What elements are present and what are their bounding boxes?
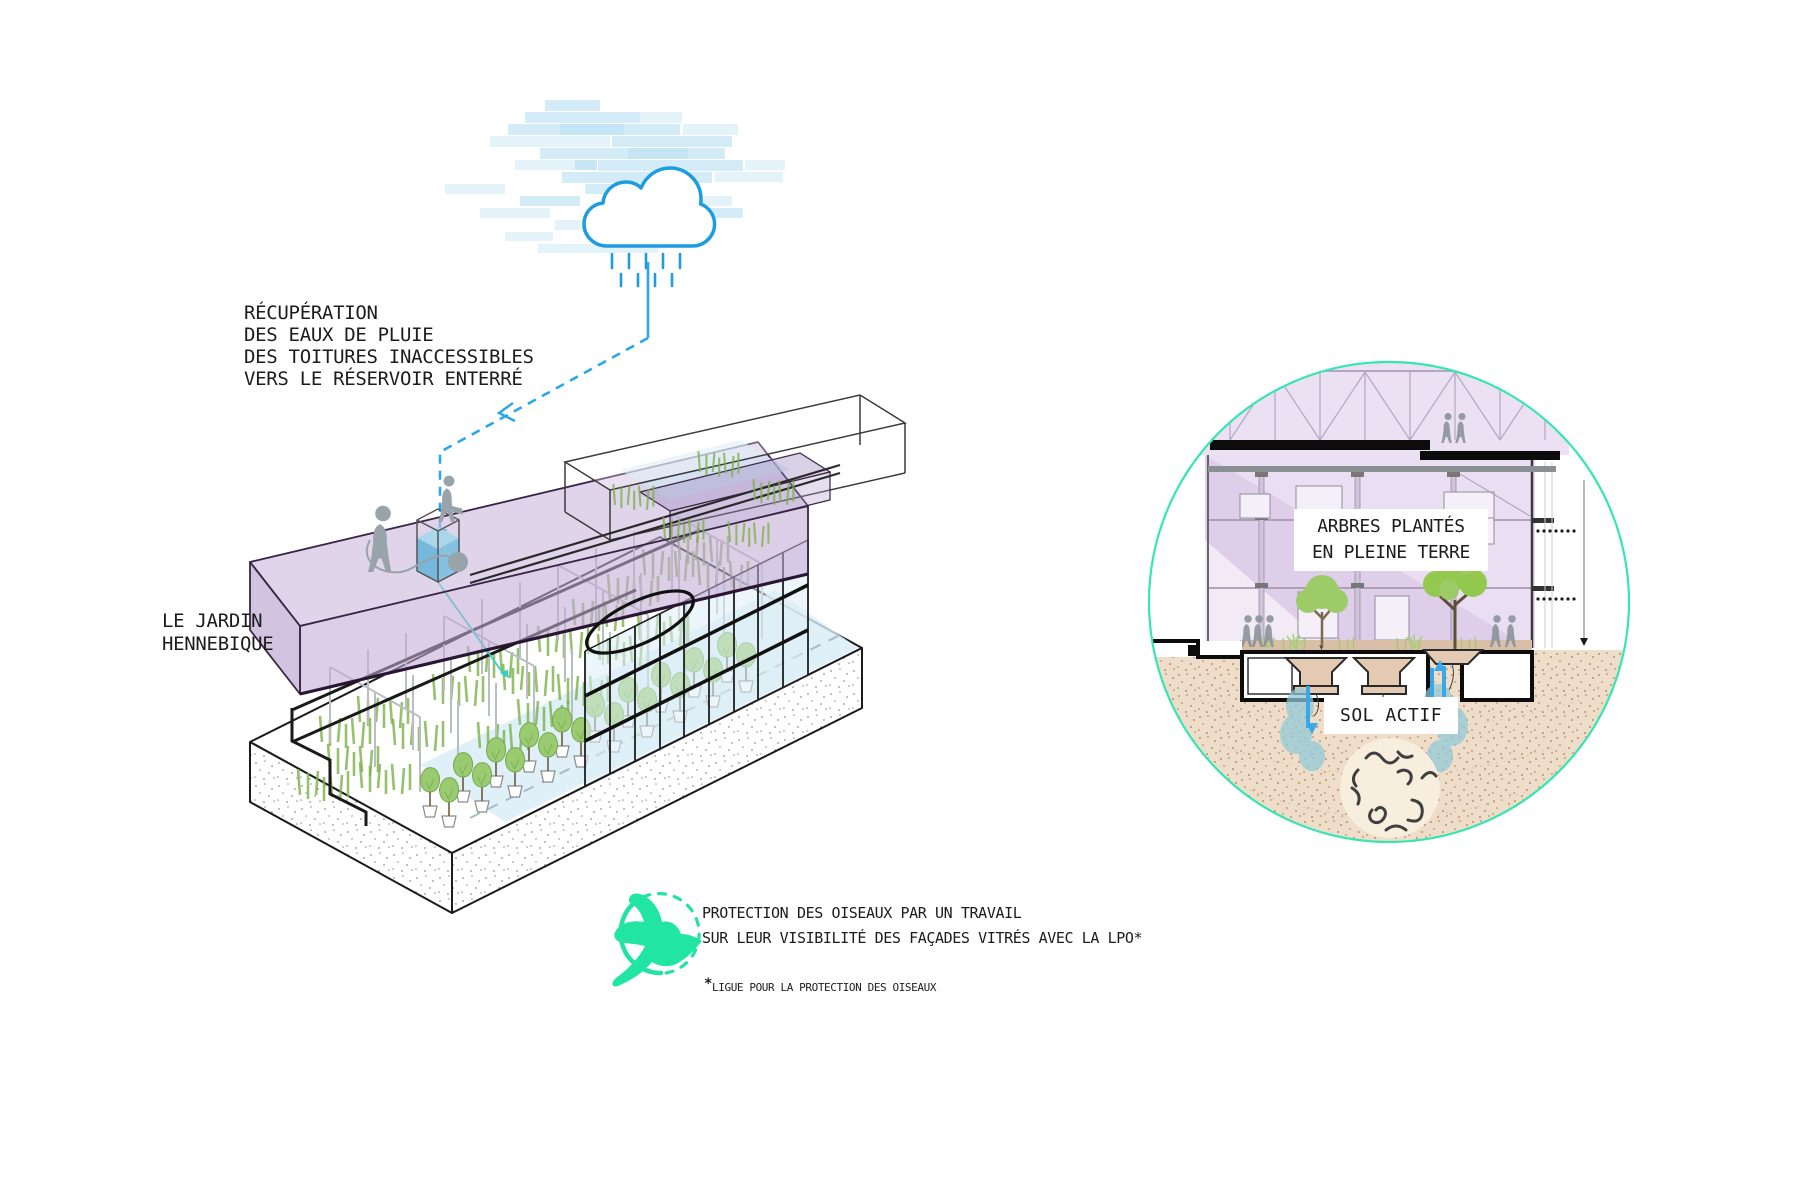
bird-circle-dashed-arc — [641, 892, 701, 975]
active-soil-label: SOL ACTIF — [1324, 697, 1459, 734]
rainwater-collection-line — [440, 262, 650, 533]
bird-circle-solid-arc — [618, 897, 664, 976]
shrubs — [1260, 633, 1423, 649]
label-line: DES TOITURES INACCESSIBLES — [244, 346, 534, 368]
building-isometric — [249, 394, 907, 914]
label-line: LE JARDIN — [162, 610, 263, 632]
label-line: SUR LEUR VISIBILITÉ DES FAÇADES VITRÉS A… — [702, 929, 1143, 947]
label-text: SOL ACTIF — [1340, 705, 1443, 726]
rain-cloud-icon — [582, 166, 717, 288]
annotation-dots — [1536, 480, 1588, 646]
rainwater-collection-label: RÉCUPÉRATION DES EAUX DE PLUIE DES TOITU… — [244, 302, 534, 390]
highlight-ellipse — [585, 589, 695, 655]
label-line: PROTECTION DES OISEAUX PAR UN TRAVAIL — [702, 904, 1022, 922]
rooftop-pavilions — [469, 394, 907, 585]
label-line: HENNEBIQUE — [162, 633, 274, 655]
inset-circle-border — [1147, 360, 1631, 844]
label-line: VERS LE RÉSERVOIR ENTERRÉ — [244, 368, 523, 390]
worms — [1340, 738, 1440, 838]
footnote-text: LIGUE POUR LA PROTECTION DES OISEAUX — [712, 981, 937, 994]
label-line: RÉCUPÉRATION — [244, 302, 378, 324]
gardener-figures — [366, 475, 468, 574]
section-inset — [1147, 360, 1631, 844]
window-grid-facade — [584, 539, 809, 787]
trees-in-soil-label: ARBRES PLANTÉS EN PLEINE TERRE — [1294, 509, 1488, 571]
label-line: EN PLEINE TERRE — [1311, 542, 1471, 563]
lpo-footnote: *LIGUE POUR LA PROTECTION DES OISEAUX — [704, 976, 936, 994]
footnote-marker: * — [704, 976, 713, 992]
garden-name-label: LE JARDIN HENNEBIQUE — [162, 610, 274, 656]
label-line: DES EAUX DE PLUIE — [244, 324, 434, 346]
label-line: ARBRES PLANTÉS — [1317, 516, 1465, 537]
mid-arrow-tick — [496, 402, 516, 423]
rain-lines-icon — [610, 252, 682, 288]
bird-badge — [612, 892, 702, 987]
bird-icon — [612, 893, 702, 987]
foundation — [1150, 639, 1534, 717]
bird-protection-label: PROTECTION DES OISEAUX PAR UN TRAVAIL SU… — [702, 901, 1143, 951]
